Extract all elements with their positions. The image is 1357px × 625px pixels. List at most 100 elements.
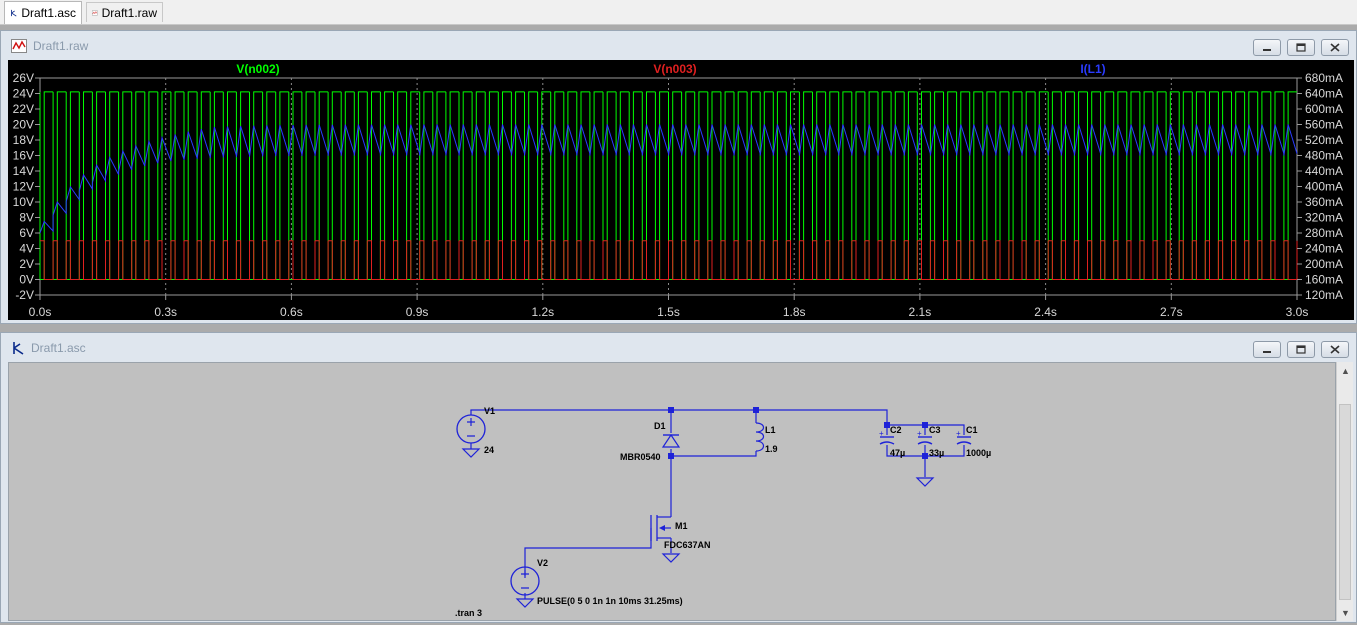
restore-icon	[1296, 43, 1306, 52]
y-right-tick-label: 560mA	[1305, 118, 1343, 132]
close-button[interactable]	[1321, 39, 1349, 56]
y-right-tick-label: 280mA	[1305, 226, 1343, 240]
component-name: C2	[890, 425, 902, 435]
y-right-tick-label: 240mA	[1305, 242, 1343, 256]
window-title: Draft1.raw	[33, 39, 89, 53]
component-name: L1	[765, 425, 776, 435]
y-right-tick-label: 320mA	[1305, 211, 1343, 225]
waveform-icon	[92, 10, 98, 15]
waveform-window-titlebar: Draft1.raw	[1, 31, 1356, 61]
y-right-tick-label: 520mA	[1305, 133, 1343, 147]
y-tick-label: 20V	[13, 118, 34, 132]
schematic-vertical-scrollbar[interactable]: ▲ ▼	[1336, 362, 1353, 621]
window-title: Draft1.asc	[31, 341, 86, 355]
x-tick-label: 0.6s	[280, 305, 303, 319]
y-tick-label: 24V	[13, 87, 34, 101]
ground-icon	[661, 553, 681, 563]
restore-button[interactable]	[1287, 39, 1315, 56]
junction-dots	[668, 407, 928, 459]
y-right-tick-label: 440mA	[1305, 164, 1343, 178]
component-name: M1	[675, 521, 688, 531]
tab-draft1-raw[interactable]: Draft1.raw	[86, 2, 163, 22]
x-tick-label: 0.3s	[154, 305, 177, 319]
y-tick-label: 8V	[19, 211, 34, 225]
y-right-tick-label: 200mA	[1305, 257, 1343, 271]
tab-draft1-asc[interactable]: Draft1.asc	[4, 1, 82, 24]
y-tick-label: 16V	[13, 149, 34, 163]
trace-label-i-l1[interactable]: I(L1)	[1080, 62, 1105, 76]
component-name: C1	[966, 425, 978, 435]
spice-directive[interactable]: .tran 3	[455, 608, 482, 618]
component-value: 47µ	[890, 448, 905, 458]
y-right-tick-label: 680mA	[1305, 71, 1343, 85]
x-tick-label: 2.4s	[1034, 305, 1057, 319]
diode-d1[interactable]: D1 MBR0540	[620, 421, 681, 462]
y-right-tick-label: 400mA	[1305, 180, 1343, 194]
tab-label: Draft1.asc	[21, 6, 76, 20]
minimize-icon	[1263, 350, 1271, 353]
minimize-button[interactable]	[1253, 39, 1281, 56]
capacitor-c1[interactable]: + C1 1000µ	[956, 425, 991, 458]
minimize-button[interactable]	[1253, 341, 1281, 358]
ground-icon	[915, 477, 935, 487]
y-right-tick-label: 640mA	[1305, 87, 1343, 101]
y-tick-label: 10V	[13, 195, 34, 209]
waveform-icon	[11, 39, 27, 53]
component-name: V1	[484, 406, 495, 416]
tab-label: Draft1.raw	[101, 5, 157, 20]
y-tick-label: 18V	[13, 133, 34, 147]
component-value: PULSE(0 5 0 1n 1n 10ms 31.25ms)	[537, 596, 683, 606]
trace-i-l1	[39, 124, 1298, 234]
schematic-window-titlebar: Draft1.asc	[1, 333, 1356, 363]
y-tick-label: 6V	[19, 226, 34, 240]
x-tick-label: 1.2s	[531, 305, 554, 319]
wires	[470, 409, 965, 599]
schematic-canvas[interactable]: V1 24 D1 MBR0540 L1 1.9 + C2 47µ + C	[8, 362, 1336, 621]
schematic-icon	[13, 342, 24, 355]
x-tick-label: 1.5s	[657, 305, 680, 319]
mosfet-m1[interactable]: M1 FDC637AN	[650, 515, 711, 563]
trace-label-v-n002[interactable]: V(n002)	[236, 62, 279, 76]
scroll-thumb[interactable]	[1339, 404, 1351, 600]
y-tick-label: 26V	[13, 71, 34, 85]
minimize-icon	[1263, 48, 1271, 51]
x-tick-label: 3.0s	[1286, 305, 1309, 319]
schematic-icon	[11, 9, 17, 17]
close-button[interactable]	[1321, 341, 1349, 358]
y-tick-label: 4V	[19, 242, 34, 256]
y-tick-label: 22V	[13, 102, 34, 116]
trace-label-v-n003[interactable]: V(n003)	[653, 62, 696, 76]
x-tick-label: 0.9s	[406, 305, 429, 319]
ground-icon	[461, 448, 481, 458]
scroll-down-arrow-icon[interactable]: ▼	[1341, 607, 1350, 618]
component-value: 1.9	[765, 444, 778, 454]
component-value: 1000µ	[966, 448, 991, 458]
y-right-tick-label: 360mA	[1305, 195, 1343, 209]
inductor-l1[interactable]: L1 1.9	[755, 422, 778, 454]
voltage-source-v1[interactable]: V1 24	[456, 406, 495, 458]
restore-button[interactable]	[1287, 341, 1315, 358]
component-value: MBR0540	[620, 452, 661, 462]
restore-icon	[1296, 345, 1306, 354]
scroll-up-arrow-icon[interactable]: ▲	[1341, 365, 1350, 376]
voltage-source-v2[interactable]: V2 PULSE(0 5 0 1n 1n 10ms 31.25ms)	[510, 558, 683, 608]
component-name: C3	[929, 425, 941, 435]
y-tick-label: 2V	[19, 257, 34, 271]
x-tick-label: 2.7s	[1160, 305, 1183, 319]
y-tick-label: 0V	[19, 273, 34, 287]
waveform-plot[interactable]: 26V 680mA 24V 640mA 22V 600mA 20V 560mA 18V 520mA…	[8, 60, 1354, 320]
waveform-plot-canvas: 26V 680mA 24V 640mA 22V 600mA 20V 560mA 18V 520mA…	[13, 62, 1343, 319]
y-tick-label: -2V	[15, 288, 34, 302]
y-right-tick-label: 120mA	[1305, 288, 1343, 302]
document-tab-bar: Draft1.asc Draft1.raw	[0, 0, 1357, 25]
capacitor-c3[interactable]: + C3 33µ	[917, 425, 944, 458]
component-value: FDC637AN	[664, 540, 711, 550]
y-right-tick-label: 600mA	[1305, 102, 1343, 116]
close-icon	[1330, 43, 1340, 52]
x-tick-label: 0.0s	[29, 305, 52, 319]
component-name: V2	[537, 558, 548, 568]
component-name: D1	[654, 421, 666, 431]
capacitor-c2[interactable]: + C2 47µ	[879, 425, 905, 458]
svg-text:+: +	[917, 429, 922, 438]
y-tick-label: 14V	[13, 164, 34, 178]
